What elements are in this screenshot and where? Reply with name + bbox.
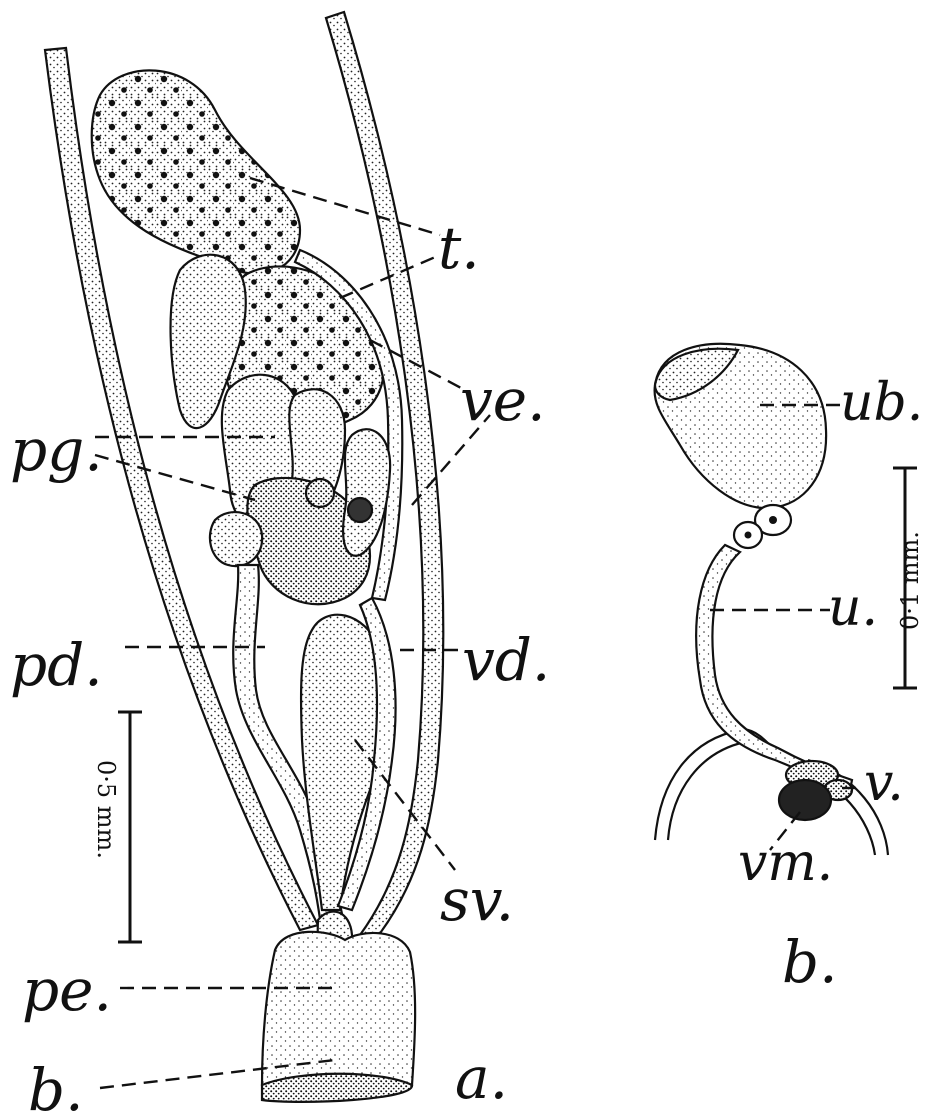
panel-label-a: a. <box>455 1044 508 1112</box>
label-pg: pg. <box>10 416 103 484</box>
panel-label-b: b. <box>782 928 838 996</box>
label-ve: ve. <box>460 366 546 434</box>
uterine-cells <box>734 505 791 548</box>
label-t: t. <box>438 214 480 282</box>
bursa-rim <box>262 1074 412 1102</box>
scale-bar-b-label: 0·1 mm. <box>896 531 924 630</box>
label-pd: pd. <box>10 631 103 699</box>
scale-bar-a: 0·5 mm. <box>92 712 142 942</box>
scale-bar-a-label: 0·5 mm. <box>92 760 120 859</box>
label-pe: pe. <box>22 956 112 1024</box>
scale-bar-b: 0·1 mm. <box>893 468 924 688</box>
label-ub: ub. <box>840 373 923 433</box>
label-b: b. <box>28 1056 84 1114</box>
vaginal-muscle <box>779 780 831 820</box>
label-v: v. <box>864 753 904 813</box>
bursa <box>262 932 415 1085</box>
label-sv: sv. <box>440 866 514 934</box>
testis-upper <box>92 70 300 273</box>
label-u: u. <box>828 578 878 638</box>
label-vd: vd. <box>462 626 550 694</box>
label-vm: vm. <box>738 833 833 893</box>
